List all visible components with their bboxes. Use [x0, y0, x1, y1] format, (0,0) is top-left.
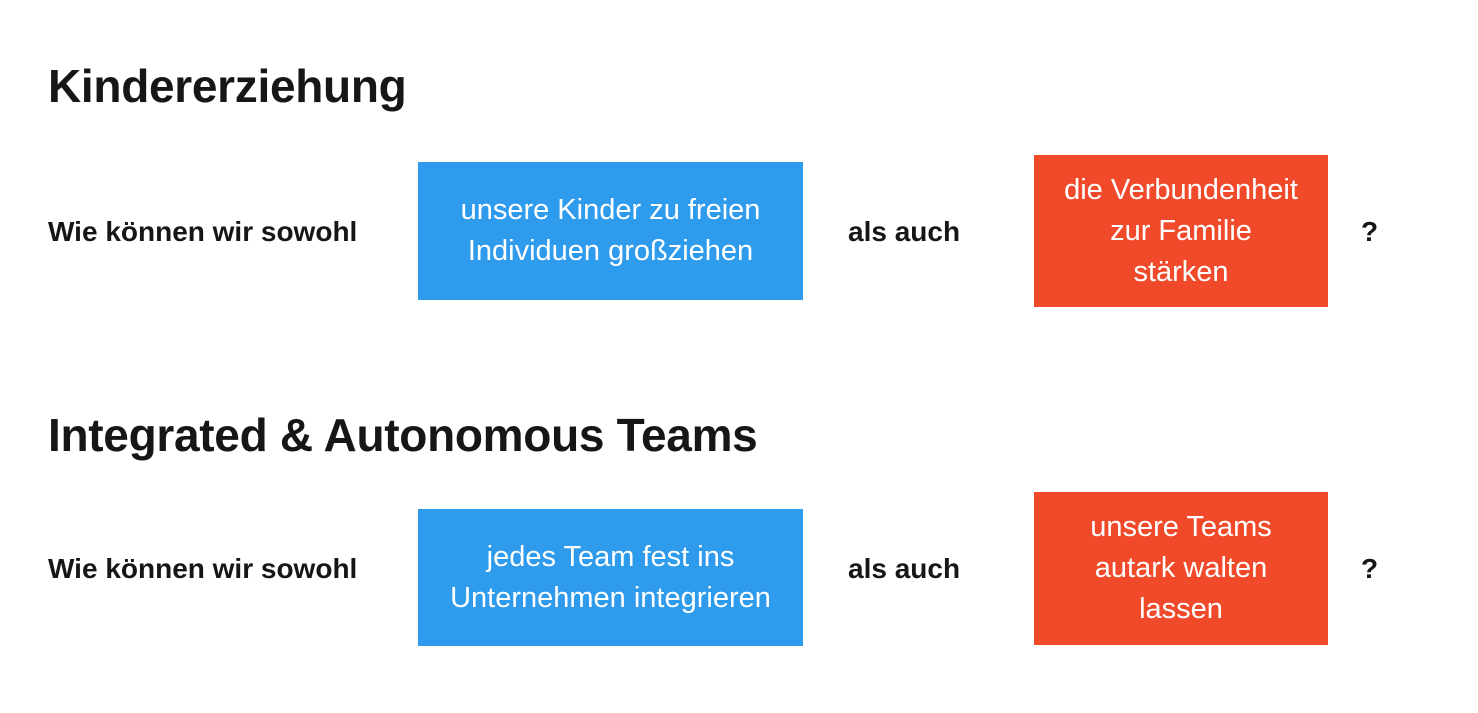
second-goal-text: unsere Teams autark walten lassen	[1090, 511, 1272, 625]
second-goal-text: die Verbundenheit zur Familie stärken	[1064, 173, 1298, 288]
first-goal-box: jedes Team fest ins Unternehmen integrie…	[418, 509, 803, 646]
section-title: Integrated & Autonomous Teams	[48, 409, 758, 461]
second-goal-box: unsere Teams autark walten lassen	[1034, 492, 1328, 645]
question-prompt: Wie können wir sowohl	[48, 216, 358, 247]
second-goal-box: die Verbundenheit zur Familie stärken	[1034, 155, 1328, 307]
section-title: Kindererziehung	[48, 60, 407, 112]
question-mark: ?	[1361, 216, 1379, 247]
first-goal-text: jedes Team fest ins Unternehmen integrie…	[450, 540, 771, 614]
polarity-section-teams: Integrated & Autonomous Teams Wie können…	[0, 350, 1478, 713]
polarity-section-kindererziehung: Kindererziehung Wie können wir sowohl un…	[0, 0, 1478, 340]
connector-text: als auch	[848, 216, 961, 247]
first-goal-box: unsere Kinder zu freien Individuen großz…	[418, 162, 803, 300]
first-goal-text: unsere Kinder zu freien Individuen großz…	[460, 194, 761, 267]
question-mark: ?	[1361, 553, 1379, 584]
question-prompt: Wie können wir sowohl	[48, 553, 358, 584]
connector-text: als auch	[848, 553, 961, 584]
